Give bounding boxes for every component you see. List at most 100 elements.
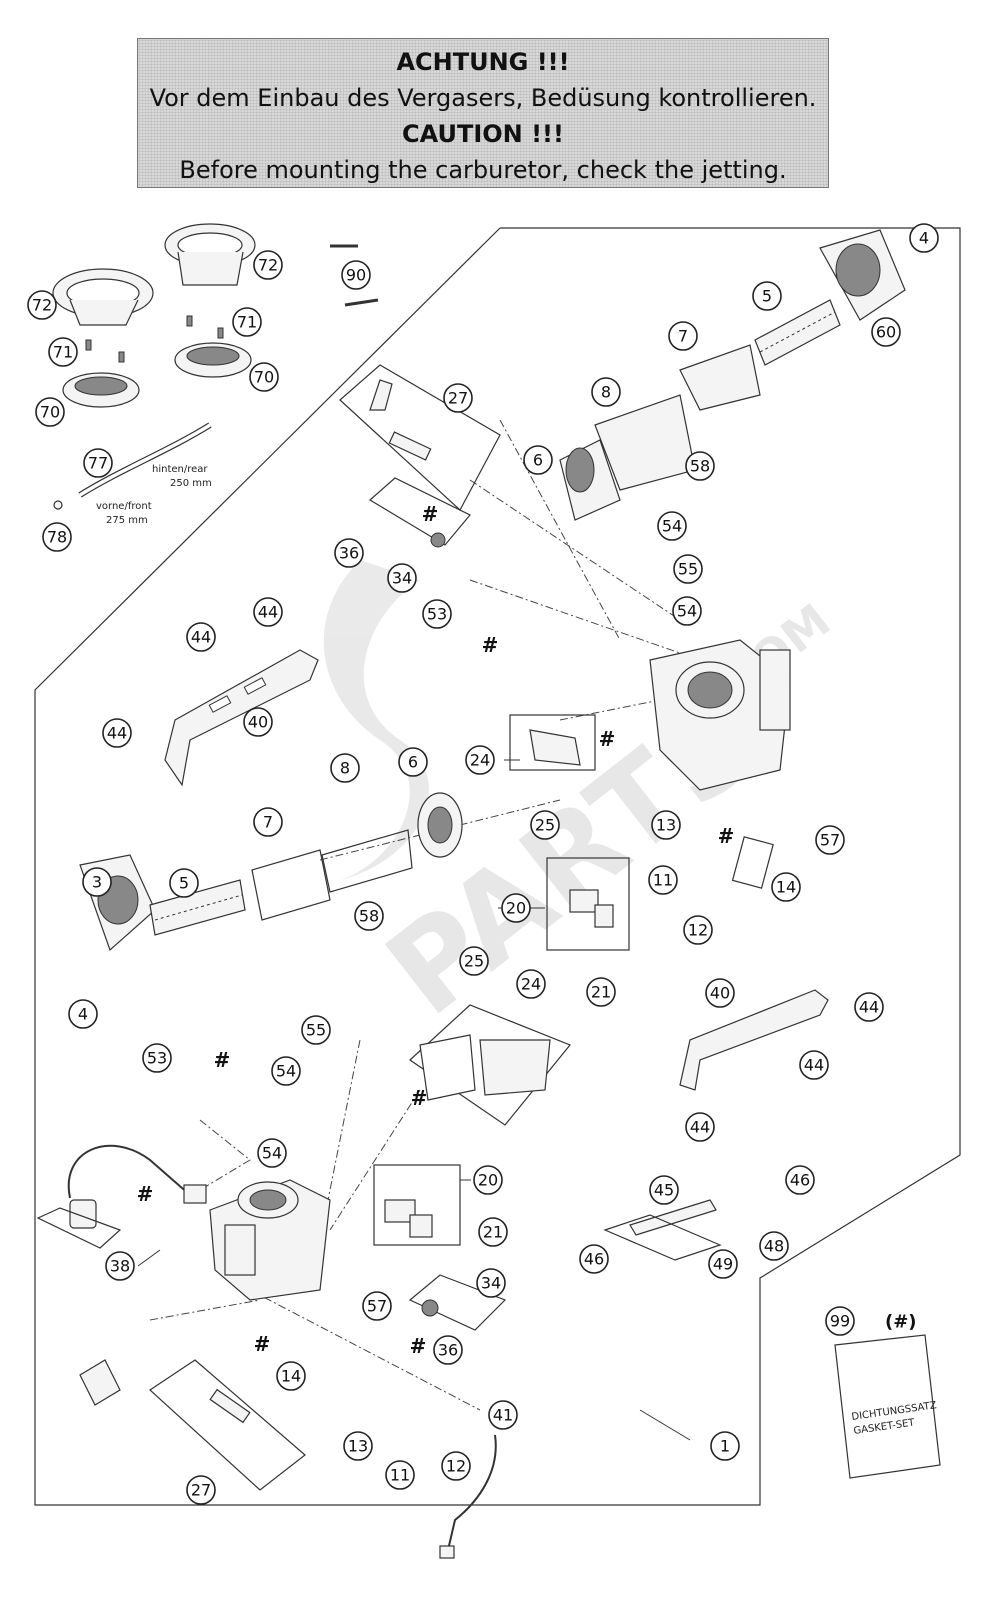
callout-circle — [330, 753, 360, 783]
callout-circle — [591, 377, 621, 407]
hash-mark: # — [718, 824, 735, 848]
callout-number: 11 — [653, 871, 673, 890]
callout-circle — [387, 563, 417, 593]
callout-circle — [579, 1244, 609, 1274]
callout-circle — [673, 554, 703, 584]
callout-number: 57 — [820, 831, 840, 850]
callout-number: 20 — [478, 1171, 498, 1190]
callout-circle — [785, 1165, 815, 1195]
callout-12: 12 — [683, 915, 713, 945]
callout-46: 46 — [785, 1165, 815, 1195]
caution-heading-de: ACHTUNG !!! — [396, 48, 570, 76]
hose-front-label: vorne/front — [96, 501, 152, 512]
callout-58: 58 — [685, 451, 715, 481]
callout-number: 36 — [339, 544, 359, 563]
callout-number: 24 — [521, 975, 541, 994]
callout-number: 53 — [427, 605, 447, 624]
callout-circle — [398, 747, 428, 777]
callout-number: 6 — [408, 753, 418, 772]
callout-20: 20 — [501, 893, 531, 923]
hash-mark: # — [410, 1334, 427, 1358]
callout-90: 90 — [341, 260, 371, 290]
callout-60: 60 — [871, 317, 901, 347]
callout-number: 34 — [392, 569, 412, 588]
callout-number: 40 — [248, 713, 268, 732]
callout-number: 6 — [533, 451, 543, 470]
callout-5: 5 — [752, 281, 782, 311]
callout-circle — [186, 1475, 216, 1505]
callout-number: 7 — [678, 327, 688, 346]
callout-44: 44 — [685, 1112, 715, 1142]
callout-circle — [271, 1056, 301, 1086]
callout-13: 13 — [343, 1431, 373, 1461]
callout-circle — [478, 1217, 508, 1247]
callout-46: 46 — [579, 1244, 609, 1274]
callout-circle — [815, 825, 845, 855]
hash-mark: # — [411, 1086, 428, 1110]
callout-circle — [253, 250, 283, 280]
callout-circle — [759, 1231, 789, 1261]
callout-circle — [443, 383, 473, 413]
callout-number: 21 — [591, 983, 611, 1002]
callout-41: 41 — [488, 1400, 518, 1430]
callout-number: 71 — [53, 343, 73, 362]
caution-text-de: Vor dem Einbau des Vergasers, Bedüsung k… — [149, 84, 817, 112]
callout-number: 58 — [359, 907, 379, 926]
callout-57: 57 — [362, 1291, 392, 1321]
callout-54: 54 — [271, 1056, 301, 1086]
callout-number: 4 — [78, 1005, 88, 1024]
callout-number: 40 — [710, 984, 730, 1003]
callout-circle — [771, 872, 801, 902]
callout-24: 24 — [465, 745, 495, 775]
carburetor-lower — [209, 1179, 331, 1301]
callout-number: 44 — [859, 998, 879, 1017]
bracket-upper — [164, 649, 319, 787]
callout-44: 44 — [102, 718, 132, 748]
callout-circle — [648, 865, 678, 895]
callout-55: 55 — [673, 554, 703, 584]
caution-notice: ACHTUNG !!! Vor dem Einbau des Vergasers… — [137, 38, 829, 188]
callout-number: 44 — [804, 1056, 824, 1075]
callout-circle — [459, 946, 489, 976]
callout-number: 25 — [464, 952, 484, 971]
callout-number: 24 — [470, 751, 490, 770]
callout-circle — [68, 999, 98, 1029]
callout-49: 49 — [708, 1249, 738, 1279]
callout-circle — [854, 992, 884, 1022]
carburetor-upper — [649, 639, 791, 791]
callout-71: 71 — [232, 307, 262, 337]
callout-circle — [35, 397, 65, 427]
callout-number: 8 — [601, 383, 611, 402]
callout-number: 20 — [506, 899, 526, 918]
hash-layer: ######### — [137, 502, 735, 1358]
callout-circle — [257, 1138, 287, 1168]
callout-48: 48 — [759, 1231, 789, 1261]
callout-circle — [501, 893, 531, 923]
callout-circle — [82, 867, 112, 897]
hose-rear-label: hinten/rear — [152, 464, 208, 475]
callout-circle — [334, 538, 364, 568]
callout-circle — [343, 1431, 373, 1461]
callout-34: 34 — [476, 1268, 506, 1298]
callout-40: 40 — [243, 707, 273, 737]
callout-number: 44 — [258, 603, 278, 622]
callout-7: 7 — [253, 807, 283, 837]
callout-number: 58 — [690, 457, 710, 476]
callout-circle — [243, 707, 273, 737]
callout-number: 34 — [481, 1274, 501, 1293]
callout-40: 40 — [705, 978, 735, 1008]
callout-circle — [354, 901, 384, 931]
kit-hash-label: (#) — [885, 1312, 917, 1333]
callout-25: 25 — [459, 946, 489, 976]
callout-70: 70 — [249, 362, 279, 392]
callout-circle — [169, 868, 199, 898]
callout-circle — [362, 1291, 392, 1321]
callout-circle — [476, 1268, 506, 1298]
callout-circle — [523, 445, 553, 475]
watermark: PARTS COM — [323, 560, 840, 1043]
callout-number: 5 — [179, 874, 189, 893]
callout-55: 55 — [301, 1015, 331, 1045]
callout-36: 36 — [433, 1335, 463, 1365]
callout-72: 72 — [253, 250, 283, 280]
callout-circle — [433, 1335, 463, 1365]
